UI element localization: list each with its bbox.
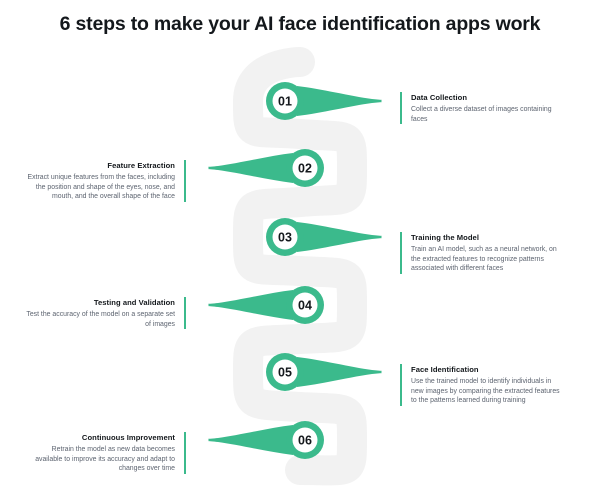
connector-tail-01	[297, 86, 388, 116]
ribbon-path	[232, 47, 368, 486]
step-description-04: Test the accuracy of the model on a sepa…	[26, 311, 175, 328]
step-marker-03[interactable]: 03	[266, 218, 389, 256]
marker-inner-01	[272, 88, 298, 114]
step-text-06: Continuous Improvement Retrain the model…	[24, 432, 186, 474]
step-marker-06[interactable]: 06	[201, 421, 324, 459]
step-description-05: Use the trained model to identify indivi…	[411, 378, 560, 405]
step-text-01: Data Collection Collect a diverse datase…	[400, 92, 560, 125]
step-heading-05: Face Identification	[411, 365, 479, 374]
step-marker-05[interactable]: 05	[266, 353, 389, 391]
connector-tail-03	[297, 222, 388, 252]
connector-endpoint-dot-01	[381, 97, 389, 105]
step-text-05: Face Identification Use the trained mode…	[400, 364, 560, 406]
step-heading-01: Data Collection	[411, 93, 468, 102]
marker-number-02: 02	[298, 162, 312, 176]
connector-tail-02	[202, 153, 293, 183]
marker-number-04: 04	[298, 299, 312, 313]
step-description-06: Retrain the model as new data becomes av…	[35, 446, 175, 473]
step-marker-02[interactable]: 02	[201, 149, 324, 187]
marker-number-06: 06	[298, 434, 312, 448]
step-heading-04: Testing and Validation	[93, 298, 175, 307]
marker-number-05: 05	[278, 366, 292, 380]
page-title: 6 steps to make your AI face identificat…	[59, 13, 541, 35]
connector-tail-04	[202, 290, 293, 320]
step-text-03: Training the Model Train an AI model, su…	[400, 232, 560, 274]
step-heading-06: Continuous Improvement	[81, 433, 175, 442]
connector-tail-05	[297, 357, 388, 387]
marker-inner-06	[292, 427, 318, 453]
step-description-02: Extract unique features from the faces, …	[27, 174, 175, 201]
connector-endpoint-dot-02	[201, 164, 209, 172]
serpentine-ribbon	[232, 47, 368, 486]
connector-endpoint-dot-03	[381, 233, 389, 241]
marker-inner-05	[272, 359, 298, 385]
step-text-02: Feature Extraction Extract unique featur…	[24, 160, 186, 202]
step-description-01: Collect a diverse dataset of images cont…	[411, 106, 552, 123]
step-marker-04[interactable]: 04	[201, 286, 324, 324]
marker-inner-04	[292, 292, 318, 318]
step-heading-02: Feature Extraction	[107, 161, 175, 170]
step-heading-03: Training the Model	[411, 233, 479, 242]
marker-inner-02	[292, 155, 318, 181]
step-marker-01[interactable]: 01	[266, 82, 389, 120]
connector-endpoint-dot-06	[201, 436, 209, 444]
marker-number-01: 01	[278, 95, 292, 109]
connector-tail-06	[202, 425, 293, 455]
connector-endpoint-dot-04	[201, 301, 209, 309]
marker-number-03: 03	[278, 231, 292, 245]
connector-endpoint-dot-05	[381, 368, 389, 376]
step-text-04: Testing and Validation Test the accuracy…	[24, 297, 186, 330]
marker-inner-03	[272, 224, 298, 250]
step-description-03: Train an AI model, such as a neural netw…	[411, 246, 557, 273]
